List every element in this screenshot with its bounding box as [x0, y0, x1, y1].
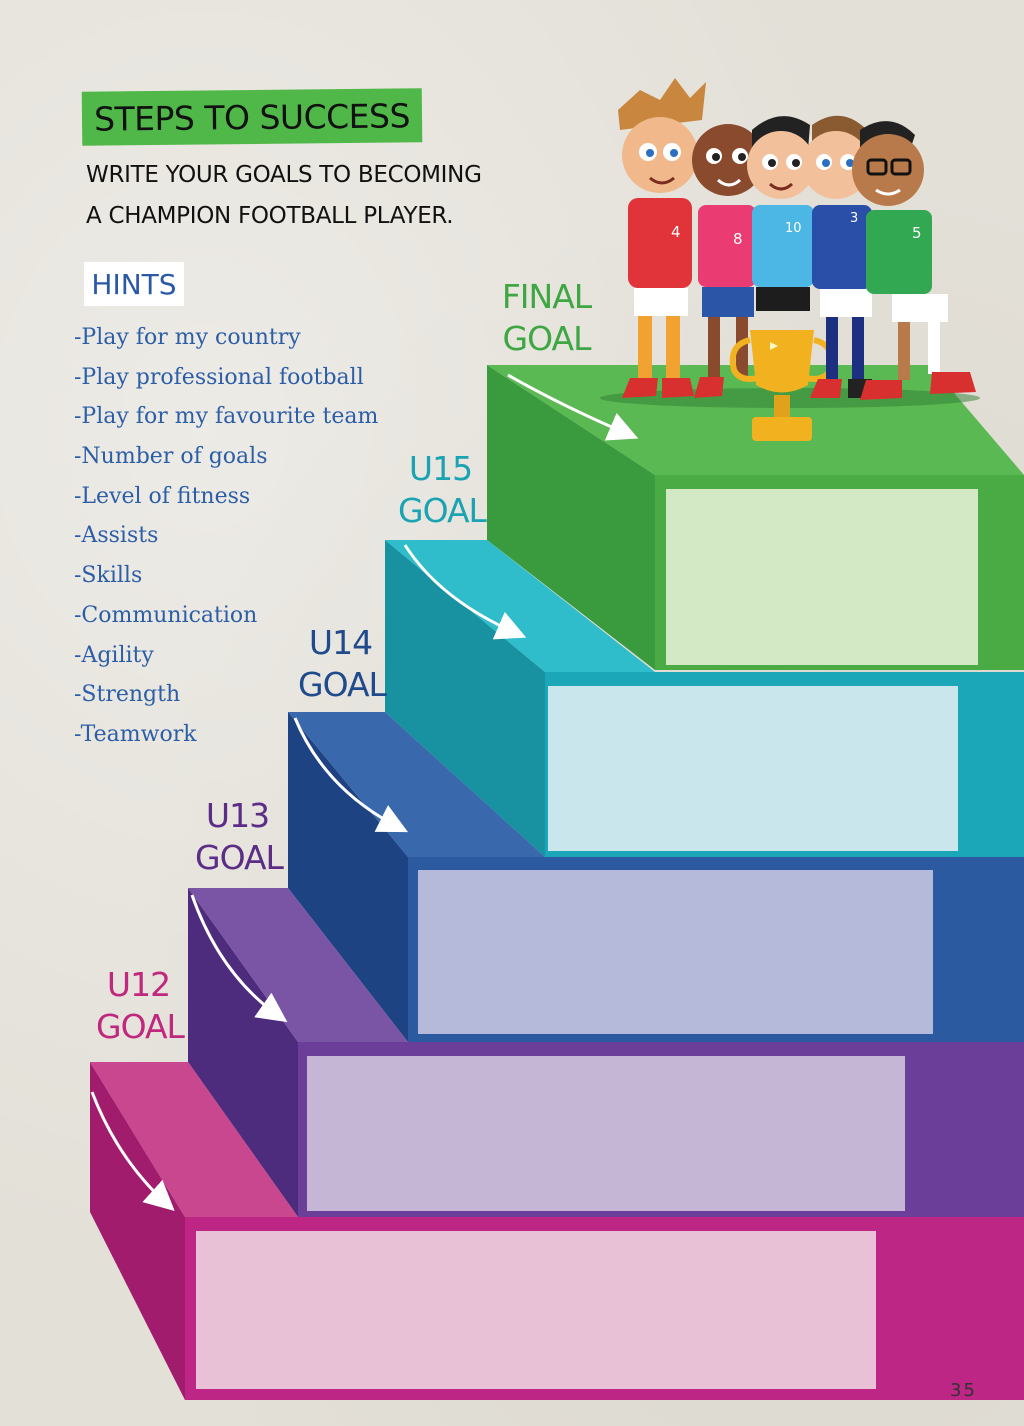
goal-label-line-2: GOAL	[195, 838, 284, 877]
jersey-number: 8	[733, 230, 743, 248]
hint-item: -Number of goals	[74, 444, 268, 470]
goal-label-line-1: FINAL	[501, 277, 592, 316]
u13-goal-label: U13 GOAL	[195, 795, 284, 879]
player-red	[618, 78, 706, 398]
hints-badge: HINTS	[84, 262, 184, 306]
u14-goal-write-box[interactable]	[418, 870, 933, 1034]
jersey-number: 10	[785, 221, 802, 236]
goal-label-line-1: U12	[106, 965, 171, 1004]
subtitle-line-1: WRITE YOUR GOALS TO BECOMING	[86, 162, 482, 188]
u12-goal-label: U12 GOAL	[96, 964, 185, 1048]
players-illustration	[600, 78, 980, 441]
goal-label-line-1: U15	[408, 449, 473, 488]
goal-label-line-2: GOAL	[298, 665, 387, 704]
goal-label-line-2: GOAL	[502, 319, 592, 358]
player-blue	[802, 115, 876, 398]
u15-goal-write-box[interactable]	[548, 686, 958, 851]
u13-goal-arrow	[190, 894, 288, 1023]
final-goal-label: FINAL GOAL	[499, 276, 594, 360]
hints-label: HINTS	[91, 267, 177, 301]
u13-goal-write-box[interactable]	[307, 1056, 905, 1211]
hint-item: -Play for my country	[74, 325, 301, 350]
u14-goal-arrow	[293, 717, 409, 833]
goal-label-line-2: GOAL	[398, 491, 487, 530]
u14-goal-label: U14 GOAL	[298, 622, 387, 706]
player-green	[852, 121, 976, 400]
goal-label-line-1: U14	[308, 623, 373, 662]
hint-item: -Level of fitness	[74, 483, 251, 509]
hint-item: -Teamwork	[74, 721, 197, 747]
hint-item: -Play professional football	[74, 364, 364, 390]
hint-item: -Assists	[74, 523, 159, 549]
page-number: 35	[950, 1380, 977, 1401]
hint-item: -Strength	[74, 682, 181, 708]
u15-goal-label: U15 GOAL	[398, 448, 487, 532]
final-goal-arrow	[507, 373, 639, 441]
hint-item: -Agility	[74, 642, 154, 668]
u12-goal-write-box[interactable]	[196, 1231, 876, 1389]
u15-goal-arrow	[403, 544, 527, 640]
player-pink	[692, 124, 764, 398]
goal-label-line-2: GOAL	[96, 1007, 185, 1046]
subtitle-line-2: A CHAMPION FOOTBALL PLAYER.	[86, 203, 454, 229]
hint-list: -Play for my country -Play professional …	[74, 318, 378, 755]
jersey-number: 3	[850, 211, 858, 226]
jersey-number: 5	[912, 224, 922, 242]
hint-item: -Play for my favourite team	[74, 404, 379, 430]
u12-goal-arrow	[90, 1091, 175, 1212]
hint-item: -Skills	[74, 563, 143, 589]
hint-item: -Communication	[74, 602, 258, 628]
jersey-number: 4	[671, 223, 681, 241]
goal-label-line-1: U13	[205, 796, 270, 835]
subtitle: WRITE YOUR GOALS TO BECOMING A CHAMPION …	[86, 155, 526, 237]
final-goal-write-box[interactable]	[666, 489, 978, 665]
player-cyan	[747, 116, 815, 311]
